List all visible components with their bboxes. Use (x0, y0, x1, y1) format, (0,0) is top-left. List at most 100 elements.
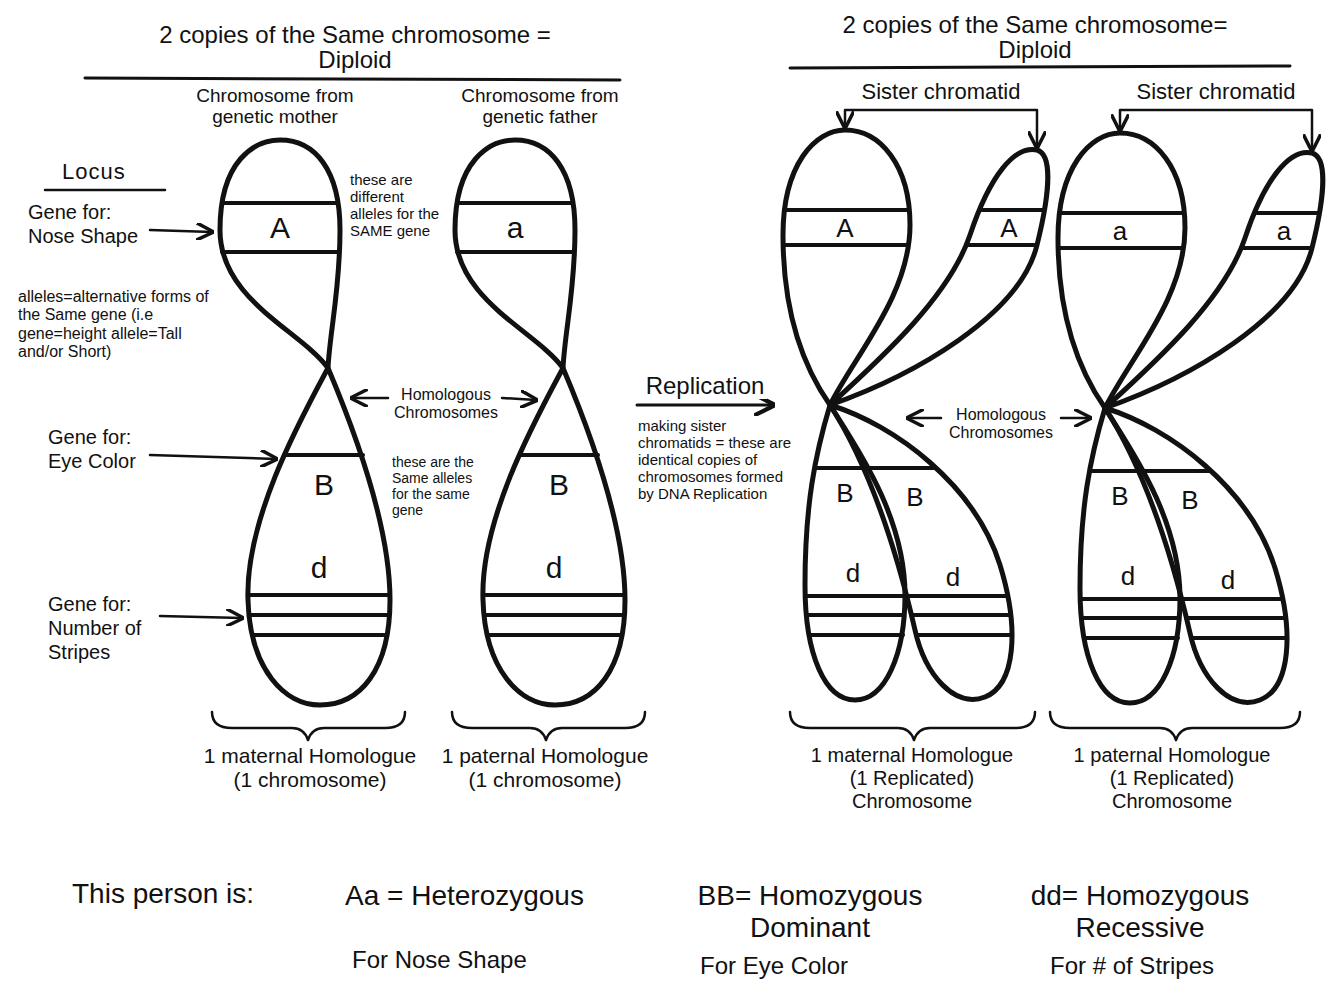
leader-arrow (160, 616, 242, 618)
chromosome-outline (1050, 128, 1325, 708)
gene-label: Gene for: Nose Shape (28, 200, 150, 248)
allele-letter: a (1113, 218, 1127, 244)
genotype: Aa = Heterozygous (345, 880, 645, 912)
allele-letter: B (314, 470, 334, 500)
gene-band (816, 466, 866, 470)
allele-letter: A (1000, 215, 1017, 241)
gene-band (457, 201, 573, 205)
annotation: making sister chromatids = these are ide… (638, 418, 798, 503)
part-label: Sister chromatid (1131, 80, 1301, 104)
gene-band (1059, 246, 1182, 250)
definition-note: alleles=alternative forms of the Same ge… (18, 288, 230, 362)
chromatid-lobe (455, 140, 575, 368)
allele-letter: d (1121, 563, 1135, 589)
edge-label: Replication (643, 373, 768, 399)
gene-band (1084, 636, 1178, 640)
gene-band (488, 633, 621, 637)
gene-band (916, 633, 1011, 637)
brace (790, 712, 1035, 740)
chromatid-lobe (830, 405, 1012, 699)
part-label: Sister chromatid (856, 80, 1026, 104)
allele-letter: A (270, 213, 290, 243)
gene-band (1081, 597, 1179, 601)
chromatid-lobe (483, 368, 625, 705)
column-label: Chromosome from genetic father (445, 86, 635, 128)
allele-letter: d (546, 553, 563, 583)
leader-arrow (352, 397, 388, 400)
heading-underline (790, 66, 1290, 68)
allele-letter: B (549, 470, 569, 500)
brace (1050, 712, 1300, 740)
chromatid-lobe (1105, 152, 1323, 408)
gene-label: Gene for: Number of Stripes (48, 592, 170, 664)
annotation: these are the Same alleles for the same … (392, 455, 482, 519)
gene-band (253, 633, 386, 637)
leader-arrow (150, 230, 212, 232)
brace (212, 712, 405, 740)
gene-band (966, 243, 1036, 247)
genotype: dd= Homozygous Recessive (1005, 880, 1275, 944)
leader-arrow (908, 417, 941, 420)
chromatid-lobe (1105, 408, 1287, 702)
gene-band (1082, 616, 1179, 620)
chromatid-lobe (830, 149, 1048, 405)
gene-band (457, 250, 574, 254)
annotation: Homologous Chromosomes (390, 386, 502, 423)
leader-arrow (150, 455, 276, 459)
locus-underline (45, 189, 165, 192)
brace (452, 712, 645, 740)
summary-label: This person is: (72, 878, 332, 910)
gene-band (521, 453, 598, 457)
gene-band (1257, 211, 1318, 215)
gene-band (485, 593, 624, 597)
allele-letter: a (1277, 218, 1291, 244)
chromatid-lobe (220, 140, 340, 368)
gene-band (1091, 469, 1141, 473)
allele-letter: B (836, 480, 853, 506)
gene-band (807, 613, 904, 617)
gene-band (864, 466, 934, 470)
gene-band (982, 208, 1043, 212)
allele-letter: B (906, 484, 923, 510)
gene-band (784, 208, 909, 212)
leader-arrow (502, 398, 536, 400)
gene-band (784, 243, 907, 247)
annotation: these are different alleles for the SAME… (350, 172, 448, 240)
gene-band (1186, 616, 1285, 620)
gene-band (286, 453, 363, 457)
allele-letter: B (1111, 483, 1128, 509)
gene-band (809, 633, 903, 637)
trait-label: For Nose Shape (352, 946, 612, 974)
gene-band (1184, 597, 1282, 601)
heading: 2 copies of the Same chromosome = Diploi… (135, 22, 575, 72)
gene-band (806, 594, 904, 598)
allele-letter: B (1181, 487, 1198, 513)
homologue-label: 1 paternal Homologue (1 chromosome) (435, 744, 655, 792)
allele-letter: d (311, 553, 328, 583)
gene-band (1059, 211, 1184, 215)
heading: 2 copies of the Same chromosome= Diploid (815, 12, 1255, 62)
gene-band (222, 250, 339, 254)
column-label: Chromosome from genetic mother (180, 86, 370, 128)
chromosome: a aB Bd d (1050, 128, 1325, 708)
chromatid-lobe (248, 368, 390, 705)
leader-arrow (1061, 417, 1090, 420)
gene-band (909, 594, 1007, 598)
genotype: BB= Homozygous Dominant (680, 880, 940, 944)
allele-letter: d (1221, 567, 1235, 593)
gene-band (911, 613, 1010, 617)
allele-letter: a (507, 213, 524, 243)
gene-band (485, 613, 624, 617)
gene-band (1191, 636, 1286, 640)
allele-letter: d (846, 560, 860, 586)
locus-heading: Locus (62, 160, 152, 184)
allele-letter: d (946, 564, 960, 590)
replication-arrow (637, 404, 773, 407)
heading-underline (85, 78, 620, 80)
trait-label: For Eye Color (700, 952, 920, 980)
homologue-label: 1 maternal Homologue (1 chromosome) (200, 744, 420, 792)
homologue-label: 1 paternal Homologue (1 Replicated) Chro… (1062, 744, 1282, 813)
gene-label: Gene for: Eye Color (48, 425, 170, 473)
annotation: Homologous Chromosomes (945, 406, 1057, 443)
